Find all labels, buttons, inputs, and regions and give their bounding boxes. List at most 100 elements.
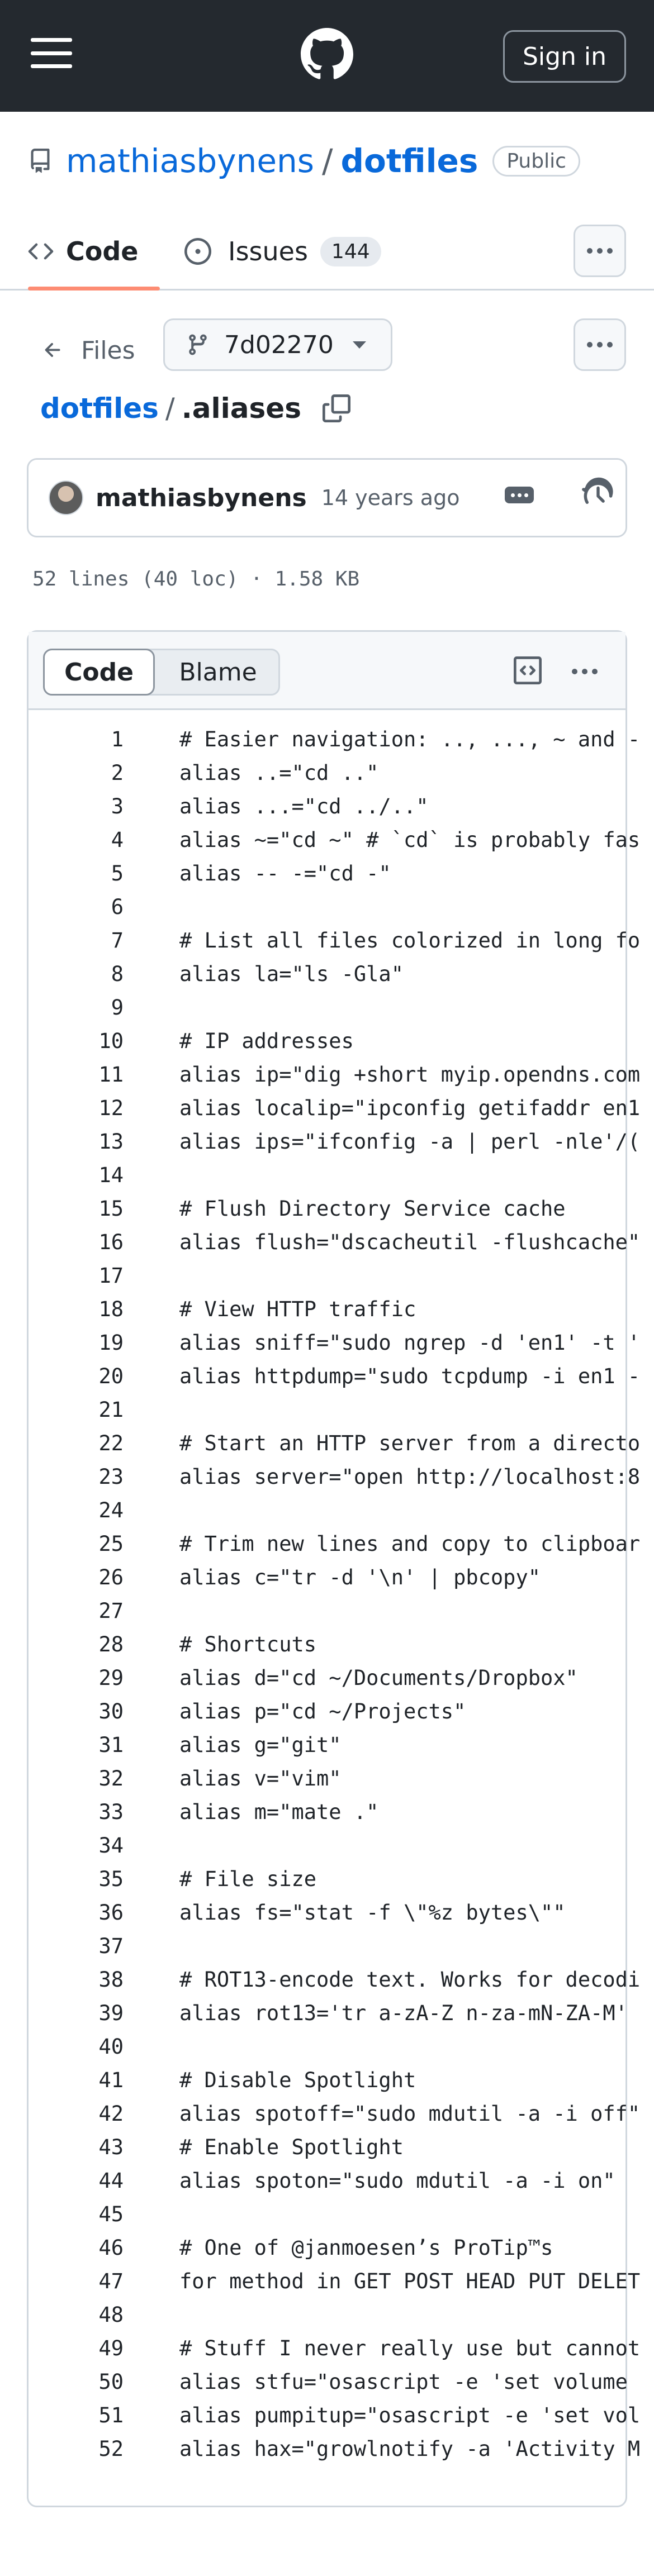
line-number[interactable]: 45 [98,2202,124,2226]
arrow-left-icon [45,342,60,357]
git-branch-icon [189,334,207,355]
menu-icon[interactable] [31,38,72,68]
issue-opened-icon [184,238,211,265]
tab-issues[interactable]: Issues 144 [184,212,381,291]
code-line: 7# List all files colorized in long fo [29,923,641,957]
line-number[interactable]: 15 [98,1196,124,1221]
file-code-icon[interactable] [514,656,542,684]
file-more-button[interactable] [574,318,626,371]
code-line: 41# Disable Spotlight [29,2063,625,2097]
line-number[interactable]: 4 [111,827,124,852]
line-number[interactable]: 19 [98,1330,124,1355]
line-number[interactable]: 23 [98,1464,124,1489]
line-number[interactable]: 43 [98,2135,124,2159]
line-number[interactable]: 41 [98,2068,124,2092]
line-number[interactable]: 8 [111,961,124,986]
line-number[interactable]: 39 [98,2001,124,2025]
line-number[interactable]: 16 [98,1230,124,1254]
commit-author-link[interactable]: mathiasbynens [96,483,307,512]
line-number[interactable]: 36 [98,1900,124,1925]
branch-selector-button[interactable]: 7d02270 [163,318,392,371]
line-number[interactable]: 25 [98,1531,124,1556]
line-number[interactable]: 31 [98,1732,124,1757]
line-number[interactable]: 33 [98,1799,124,1824]
line-number[interactable]: 20 [98,1364,124,1388]
line-content: alias server="open http://localhost:8 [179,1464,641,1489]
line-number[interactable]: 21 [98,1397,124,1422]
repo-more-button[interactable] [574,225,626,277]
line-number[interactable]: 10 [98,1029,124,1053]
line-number[interactable]: 44 [98,2168,124,2193]
line-number[interactable]: 26 [98,1565,124,1589]
breadcrumb-repo-link[interactable]: dotfiles [40,392,159,425]
line-number[interactable]: 27 [98,1598,124,1623]
line-content: # Shortcuts [179,1632,317,1656]
line-content: alias ip="dig +short myip.opendns.com [179,1062,641,1087]
line-number[interactable]: 47 [98,2269,124,2293]
line-number[interactable]: 49 [98,2336,124,2360]
line-number[interactable]: 30 [98,1699,124,1723]
line-number[interactable]: 29 [98,1665,124,1690]
code-more-options-icon[interactable] [572,669,598,674]
line-number[interactable]: 12 [98,1096,124,1120]
line-content: alias sniff="sudo ngrep -d 'en1' -t ' [179,1330,641,1355]
line-number[interactable]: 50 [98,2369,124,2394]
code-view-button[interactable]: Code [43,649,155,696]
files-back-link[interactable]: Files [42,324,135,377]
github-logo-icon[interactable] [301,28,353,80]
line-number[interactable]: 14 [98,1163,124,1187]
line-number[interactable]: 28 [98,1632,124,1656]
line-number[interactable]: 38 [98,1967,124,1992]
breadcrumb: dotfiles / .aliases [40,389,350,428]
top-header: Sign in [0,0,654,112]
repo-name-link[interactable]: dotfiles [340,142,478,180]
line-number[interactable]: 48 [98,2302,124,2327]
line-number[interactable]: 32 [98,1766,124,1791]
line-number[interactable]: 46 [98,2235,124,2260]
line-number[interactable]: 2 [111,760,124,785]
file-meta: 52 lines (40 loc) · 1.58 KB [32,568,360,591]
line-number[interactable]: 6 [111,894,124,919]
line-number[interactable]: 9 [111,995,124,1020]
tab-code[interactable]: Code [28,212,160,291]
code-line: 6 [29,890,625,923]
history-icon[interactable] [582,477,614,512]
line-number[interactable]: 24 [98,1498,124,1522]
line-number[interactable]: 22 [98,1431,124,1455]
line-content: # Flush Directory Service cache [179,1196,566,1221]
line-number[interactable]: 18 [98,1297,124,1321]
avatar[interactable] [49,480,83,515]
blame-view-button[interactable]: Blame [179,658,257,687]
line-number[interactable]: 5 [111,861,124,885]
sign-in-button[interactable]: Sign in [503,30,626,83]
line-number[interactable]: 35 [98,1866,124,1891]
code-line: 19 alias sniff="sudo ngrep -d 'en1' -t ' [29,1326,640,1359]
line-content: alias d="cd ~/Documents/Dropbox" [179,1665,578,1690]
line-number[interactable]: 13 [98,1129,124,1154]
line-number[interactable]: 3 [111,794,124,818]
code-line: 27 [29,1594,625,1627]
issues-count-badge: 144 [320,236,381,266]
line-number[interactable]: 17 [98,1263,124,1288]
line-number[interactable]: 1 [111,727,124,751]
line-number[interactable]: 11 [98,1062,124,1087]
line-number[interactable]: 52 [98,2436,124,2461]
chevron-down-icon [352,341,366,349]
line-number[interactable]: 34 [98,1833,124,1858]
repo-owner-link[interactable]: mathiasbynens [66,142,314,180]
line-number[interactable]: 40 [98,2034,124,2059]
line-content: # IP addresses [179,1029,354,1053]
copy-icon[interactable] [322,394,350,423]
code-line: 25# Trim new lines and copy to clipboar [29,1527,640,1560]
commit-message-expand-icon[interactable] [505,487,534,503]
line-number[interactable]: 42 [98,2101,124,2126]
line-number[interactable]: 37 [98,1934,124,1958]
line-number[interactable]: 51 [98,2403,124,2427]
line-number[interactable]: 7 [111,928,124,953]
